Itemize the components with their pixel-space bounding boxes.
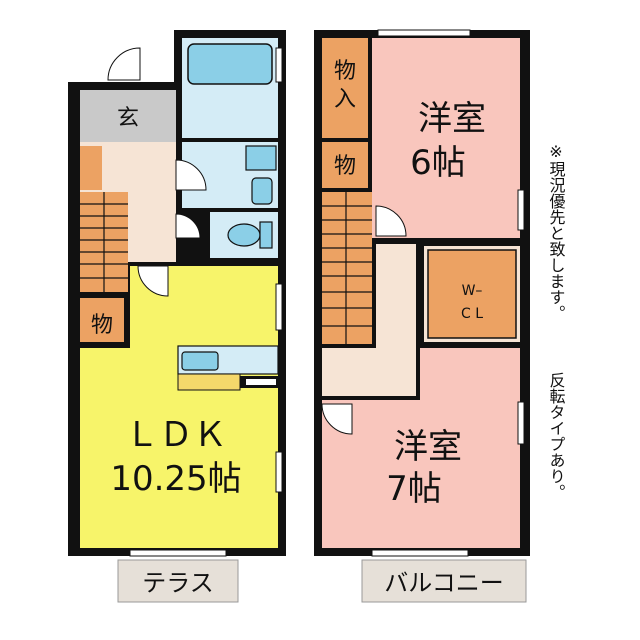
bathtub [187, 43, 273, 85]
toilet-tank [259, 221, 273, 249]
entrance-door [107, 47, 141, 81]
toilet-door [175, 213, 201, 239]
storage-room-2f [322, 142, 368, 188]
terrace-label: テラス [142, 569, 214, 597]
genkan-label: 玄 [117, 106, 139, 131]
note-current-condition: ※現況優先と致します。 [547, 142, 566, 321]
storage-label-2f: 物 [334, 154, 356, 179]
bedroom6-window-top [377, 29, 471, 37]
storage-label-ldk: 物 [91, 313, 113, 338]
ldk-door [137, 265, 169, 297]
western-room-6 [372, 38, 520, 238]
ldk-room [80, 266, 278, 548]
balcony-label: バルコニー [384, 569, 504, 597]
bath-window [275, 47, 283, 83]
bedroom7-window-side [517, 401, 525, 445]
note-reverse-type: 反転タイプあり。 [547, 372, 566, 500]
storage-in-label-line1: 物 [334, 59, 356, 84]
western-room-7 [322, 348, 520, 548]
storage-room [80, 298, 124, 342]
terrace [117, 559, 239, 603]
western1-size-label: 6帖 [410, 143, 466, 183]
balcony-window [371, 549, 469, 557]
storage-in-room [322, 38, 368, 138]
first-floor: 玄 物 ＬＤＫ 10.25帖 テラス [68, 30, 286, 603]
stove-top [246, 379, 276, 385]
second-floor: 物 入 物 洋室 6帖 W– C L 洋室 7帖 バルコニー [314, 29, 530, 603]
staircase-2f [322, 192, 372, 344]
toilet [227, 223, 261, 247]
balcony [361, 559, 527, 603]
washroom-door [175, 159, 207, 191]
kitchen-sink [181, 351, 219, 371]
stair-steps [80, 192, 128, 292]
ldk-size-label: 10.25帖 [110, 459, 241, 499]
western2-size-label: 7帖 [386, 469, 442, 509]
ldk-name-label: ＬＤＫ [125, 415, 227, 455]
stair-steps-2f [322, 192, 372, 344]
washbasin [245, 145, 277, 171]
ldk-window-upper [275, 283, 283, 331]
washing-machine [251, 177, 273, 205]
terrace-window [129, 549, 227, 557]
corridor-2f [322, 244, 416, 396]
bedroom6-door [375, 205, 407, 237]
shoe-cabinet [80, 146, 102, 190]
bedroom6-window-side [517, 189, 525, 231]
western2-name-label: 洋室 [394, 427, 462, 467]
bedroom7-door [321, 403, 353, 435]
wcl-label-line2: C L [461, 306, 483, 322]
wcl-label-line1: W– [462, 283, 483, 299]
storage-in-label-line2: 入 [334, 87, 356, 112]
walk-in-closet [427, 249, 517, 339]
kitchen-shelf [177, 373, 241, 391]
western1-name-label: 洋室 [418, 99, 486, 139]
genkan-area [80, 90, 176, 142]
ldk-window-side [275, 451, 283, 493]
